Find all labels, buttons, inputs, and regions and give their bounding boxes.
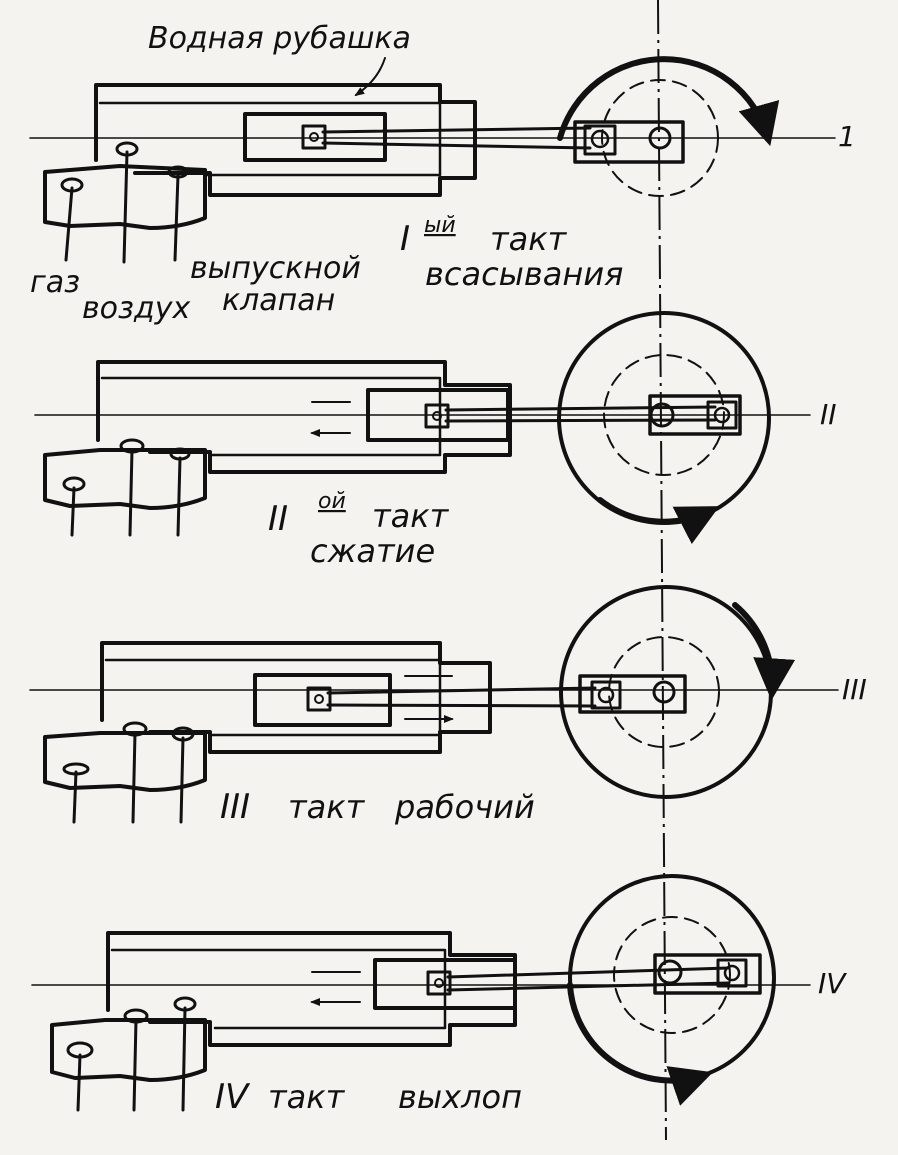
crank-circle <box>601 79 719 197</box>
gas-label: газ <box>30 265 80 300</box>
exhaust-valve-label-1: выпускной <box>190 251 361 286</box>
stage-name: сжатие <box>310 532 435 570</box>
piston-pin <box>424 403 450 429</box>
stage-word: такт <box>372 497 450 535</box>
valve-gas <box>62 476 86 537</box>
stage-4-exhaust: IV такт выхлоп IV <box>31 874 847 1117</box>
air-label: воздух <box>82 291 190 326</box>
valve-air <box>122 721 148 824</box>
crankshaft <box>652 680 676 704</box>
stage-word: такт <box>268 1078 346 1116</box>
pin-dot <box>314 694 324 704</box>
crank-pin-box <box>590 680 622 710</box>
axis-label: IV <box>818 967 847 1000</box>
crank-pin <box>590 129 610 149</box>
piston <box>366 388 510 442</box>
cylinder-jacket <box>94 83 477 197</box>
axis-label: II <box>820 398 837 431</box>
crank-pin-box <box>583 124 617 156</box>
valve-gas <box>66 1041 94 1112</box>
piston-pin <box>301 124 327 150</box>
cylinder-jacket <box>96 360 512 474</box>
exhaust-arrows <box>312 971 361 1002</box>
cylinder-bore <box>98 101 442 177</box>
crank-pin <box>713 406 731 424</box>
cylinder-jacket <box>100 641 492 754</box>
crankshaft <box>657 959 683 985</box>
valve-exhaust <box>169 447 191 537</box>
exhaust-valve-label-2: клапан <box>222 283 335 318</box>
water-jacket-label: Водная рубашка <box>148 21 411 56</box>
stage-name: рабочий <box>394 788 535 826</box>
stage-2-compression: II ой такт сжатие II <box>34 311 837 570</box>
crank-block <box>573 120 685 164</box>
flywheel-arrow <box>557 56 780 147</box>
piston <box>243 112 387 162</box>
valve-air <box>123 1008 149 1112</box>
stage-word: такт <box>288 788 366 826</box>
stage-1-intake: Водная рубашка газ воздух выпускной клап… <box>29 21 856 326</box>
stage-roman: III <box>220 787 250 827</box>
connecting-rod <box>321 126 592 150</box>
water-jacket-leader <box>354 57 386 97</box>
pin-dot <box>434 978 444 988</box>
connecting-rod <box>326 686 597 708</box>
connecting-rod <box>446 966 730 992</box>
stage-name: выхлоп <box>398 1078 522 1116</box>
cylinder-head <box>43 164 207 230</box>
power-arrows <box>404 675 452 719</box>
flywheel-vertical-axis <box>657 0 667 1141</box>
valve-gas <box>60 177 84 262</box>
cylinder-bore <box>110 948 447 1030</box>
cylinder-head <box>50 1018 207 1082</box>
crank-pin <box>723 964 741 982</box>
crank-pin-box <box>716 958 748 988</box>
connecting-rod <box>444 405 717 423</box>
stage-suffix: ый <box>424 213 456 238</box>
pin-dot <box>309 132 319 142</box>
piston <box>373 958 517 1010</box>
cylinder-head <box>43 731 207 792</box>
pin-dot <box>432 411 442 421</box>
valve-air <box>119 438 145 537</box>
valve-exhaust <box>173 996 197 1112</box>
cylinder-bore <box>104 658 442 737</box>
stage-roman: II <box>268 499 288 539</box>
cylinder-head <box>43 448 207 510</box>
stage-roman: IV <box>215 1077 251 1117</box>
cylinder-jacket <box>106 931 517 1047</box>
valve-exhaust <box>167 165 189 262</box>
piston-pin <box>426 970 452 996</box>
axis-label: III <box>842 673 867 706</box>
valve-air <box>115 141 139 264</box>
crank-pin <box>597 686 615 704</box>
crank-circle <box>603 354 725 476</box>
crank-circle <box>613 916 731 1034</box>
stage-suffix: ой <box>318 489 346 514</box>
crankshaft <box>649 402 675 428</box>
crank-circle <box>608 636 720 748</box>
valve-gas <box>62 762 90 824</box>
piston-pin <box>306 686 332 712</box>
flywheel-arrow <box>597 497 720 545</box>
stage-name: всасывания <box>425 255 623 293</box>
crankshaft <box>648 126 672 150</box>
stage-3-power: III такт рабочий III <box>29 585 867 827</box>
flywheel-arrow <box>567 982 713 1106</box>
crank-block <box>578 674 687 714</box>
flywheel-arrow <box>732 602 796 701</box>
stage-roman: I <box>400 219 410 259</box>
crank-block <box>653 953 762 995</box>
stage-word: такт <box>490 220 568 258</box>
axis-label: 1 <box>838 120 856 153</box>
piston <box>253 673 392 727</box>
compression-arrows <box>312 401 351 433</box>
valve-exhaust <box>171 726 195 824</box>
